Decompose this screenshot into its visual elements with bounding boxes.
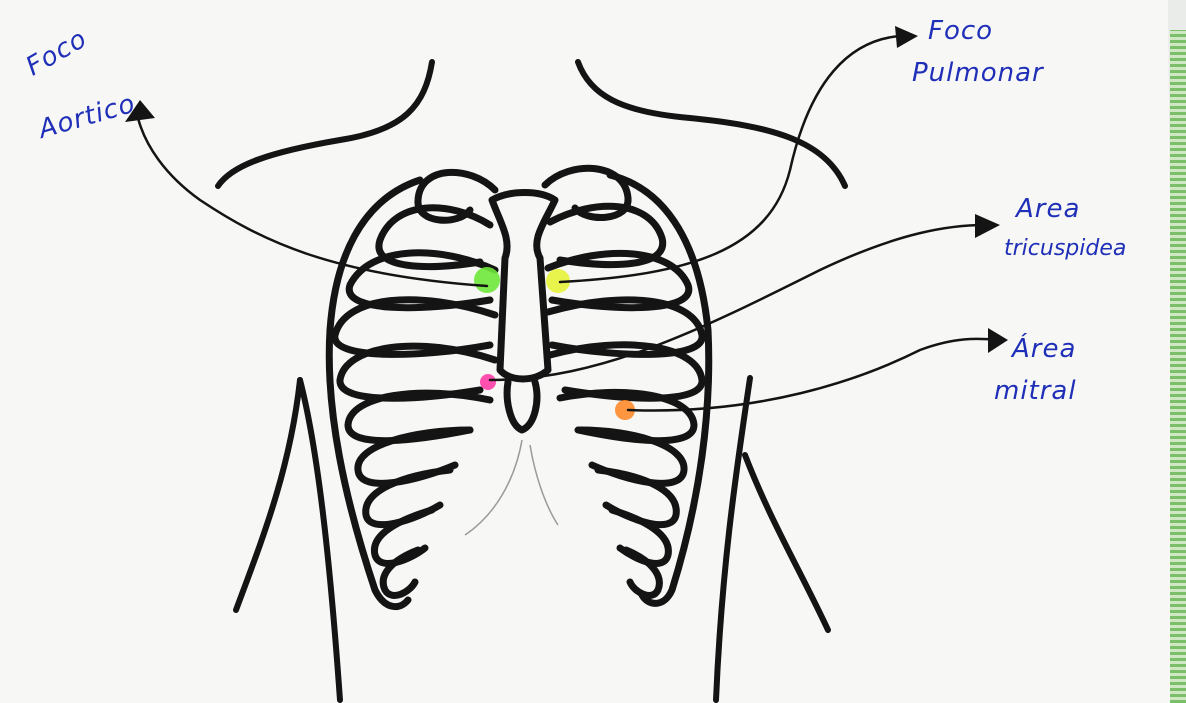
tricuspid-label-line1: Area: [1016, 196, 1080, 222]
mitral-label-line1: Área: [1012, 336, 1076, 362]
tricuspid-label-line2: tricuspidea: [1004, 236, 1126, 262]
pulmonary-label-line2: Pulmonar: [912, 60, 1044, 86]
paper-edge: [1170, 30, 1186, 703]
tricuspid-marker: [480, 374, 496, 390]
pulmonary-label-line1: Foco: [928, 18, 993, 44]
aortic-marker: [474, 267, 500, 293]
mitral-label-line2: mitral: [994, 378, 1077, 404]
